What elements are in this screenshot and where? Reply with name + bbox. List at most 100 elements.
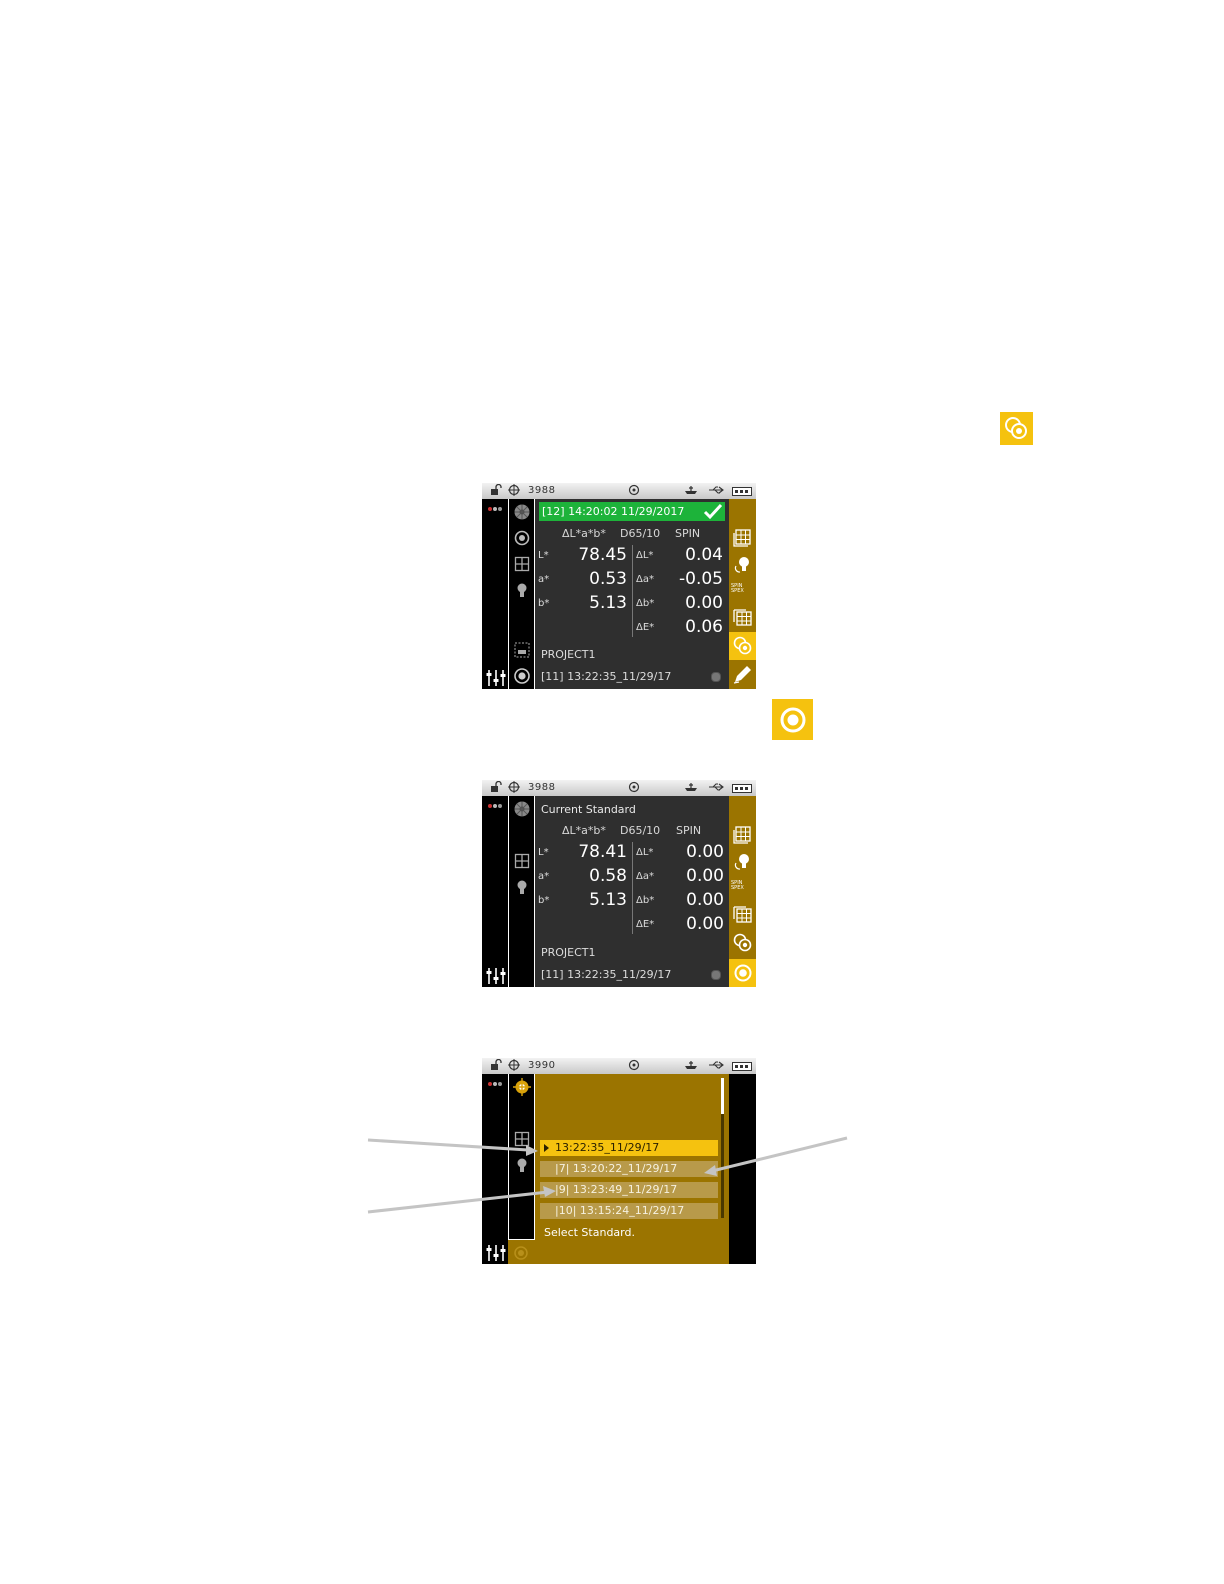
row-delta-label: Δa* <box>636 871 654 882</box>
measurement-count: 3988 <box>528 782 556 793</box>
pass-check-icon <box>703 503 723 520</box>
edit-pencil-icon[interactable] <box>732 663 754 685</box>
row-value: 78.41 <box>578 842 627 862</box>
row-value: 0.53 <box>589 569 627 589</box>
row-delta-label: ΔE* <box>636 919 655 930</box>
ship-icon <box>685 486 697 494</box>
selection-arrow-icon <box>544 1144 549 1152</box>
light-bulb-icon[interactable] <box>513 878 531 896</box>
row-delta-value: -0.05 <box>679 569 723 589</box>
settings-sliders-icon[interactable] <box>486 1244 506 1262</box>
grid-icon[interactable] <box>513 1130 531 1148</box>
row-delta-label: ΔE* <box>636 622 655 633</box>
light-bulb-icon[interactable] <box>513 1156 531 1174</box>
spin-header: SPIN <box>676 824 702 837</box>
standard-selection-dialog: 13:22:35_11/29/17 |7| 13:20:22_11/29/17 … <box>535 1074 729 1264</box>
standards-swap-icon[interactable] <box>732 932 754 954</box>
target-crosshair-icon <box>508 484 520 496</box>
standards-swap-icon[interactable] <box>732 635 754 657</box>
unlock-icon <box>491 781 502 792</box>
sample-banner[interactable]: [12] 14:20:02 11/29/2017 <box>539 502 725 521</box>
pass-fail-indicator-icon <box>488 507 502 511</box>
row-delta-value: 0.00 <box>685 593 723 613</box>
left-nav-column <box>482 499 508 689</box>
ship-icon <box>685 1061 697 1069</box>
row-label: L* <box>538 550 549 561</box>
settings-sliders-icon[interactable] <box>486 669 506 687</box>
row-value: 5.13 <box>589 593 627 613</box>
tool-column-overlay <box>508 1240 535 1264</box>
grid-icon[interactable] <box>513 555 531 573</box>
row-label: b* <box>538 598 550 609</box>
illuminant-bulb-icon[interactable] <box>732 554 754 576</box>
row-delta-value: 0.00 <box>686 890 724 910</box>
status-dot-icon <box>711 672 721 682</box>
row-delta-label: ΔL* <box>636 847 654 858</box>
standard-list-item-selected[interactable]: 13:22:35_11/29/17 <box>540 1140 718 1156</box>
left-nav-column <box>482 796 508 987</box>
usb-icon <box>709 783 724 791</box>
aperture-icon <box>628 781 640 793</box>
scrollbar-thumb[interactable] <box>721 1078 724 1114</box>
standard-list-item[interactable]: |7| 13:20:22_11/29/17 <box>540 1161 718 1177</box>
instrument-screen-current-standard: 3988 Current Standard ΔL*a*b* D65/10 SPI… <box>482 780 756 987</box>
usb-icon <box>709 1061 724 1069</box>
unlock-icon <box>491 1059 502 1070</box>
row-delta-value: 0.00 <box>686 842 724 862</box>
measure-button-icon <box>514 1246 528 1260</box>
settings-sliders-icon[interactable] <box>486 967 506 985</box>
column-divider <box>632 842 633 934</box>
table-grid-icon[interactable] <box>732 607 754 629</box>
row-delta-value: 0.06 <box>685 617 723 637</box>
sample-grid-icon[interactable] <box>732 527 754 549</box>
crosshair-target-icon[interactable] <box>513 1078 531 1096</box>
grid-icon[interactable] <box>513 852 531 870</box>
wheel-icon[interactable] <box>513 800 531 818</box>
battery-icon <box>732 487 752 496</box>
row-delta-label: Δb* <box>636 598 655 609</box>
measurement-count: 3990 <box>528 1060 556 1071</box>
measure-target-icon[interactable] <box>732 962 754 984</box>
light-bulb-icon[interactable] <box>513 581 531 599</box>
current-standard[interactable]: [11] 13:22:35_11/29/17 <box>541 670 672 683</box>
row-label: a* <box>538 871 550 882</box>
left-nav-column <box>482 1074 508 1264</box>
row-label: L* <box>538 847 549 858</box>
illuminant-header: D65/10 <box>620 527 661 540</box>
standard-list-item[interactable]: |9| 13:23:49_11/29/17 <box>540 1182 718 1198</box>
standards-swap-icon <box>1000 412 1033 445</box>
list-item-label: |10| 13:15:24_11/29/17 <box>555 1204 685 1217</box>
list-item-label: |9| 13:23:49_11/29/17 <box>555 1183 678 1196</box>
target-crosshair-icon <box>508 1059 520 1071</box>
illuminant-bulb-icon[interactable] <box>732 851 754 873</box>
column-divider <box>632 545 633 637</box>
select-standard-prompt: Select Standard. <box>544 1226 635 1239</box>
right-toolbar-hidden <box>729 1074 756 1264</box>
measurement-count: 3988 <box>528 485 556 496</box>
row-label: a* <box>538 574 550 585</box>
instrument-screen-measurement: 3988 [12] 14:20:02 11/29/2017 ΔL*a*b* D6… <box>482 483 756 689</box>
aperture-icon <box>628 1059 640 1071</box>
table-grid-icon[interactable] <box>732 904 754 926</box>
row-delta-label: Δa* <box>636 574 654 585</box>
target-icon[interactable] <box>513 529 531 547</box>
wheel-icon[interactable] <box>513 503 531 521</box>
current-standard[interactable]: [11] 13:22:35_11/29/17 <box>541 968 672 981</box>
measure-target-icon <box>772 699 813 740</box>
unlock-icon <box>491 484 502 495</box>
status-bar: 3988 <box>482 780 756 796</box>
standard-panel: Current Standard ΔL*a*b* D65/10 SPIN L* … <box>535 796 729 987</box>
aperture-icon <box>628 484 640 496</box>
row-delta-value: 0.00 <box>686 914 724 934</box>
pass-fail-indicator-icon <box>488 1082 502 1086</box>
sample-grid-icon[interactable] <box>732 824 754 846</box>
measure-button-icon[interactable] <box>513 667 531 685</box>
pass-fail-indicator-icon <box>488 804 502 808</box>
sample-area-icon[interactable] <box>513 641 531 659</box>
illuminant-header: D65/10 <box>620 824 661 837</box>
panel-title: Current Standard <box>541 803 636 816</box>
standard-list-item[interactable]: |10| 13:15:24_11/29/17 <box>540 1203 718 1219</box>
